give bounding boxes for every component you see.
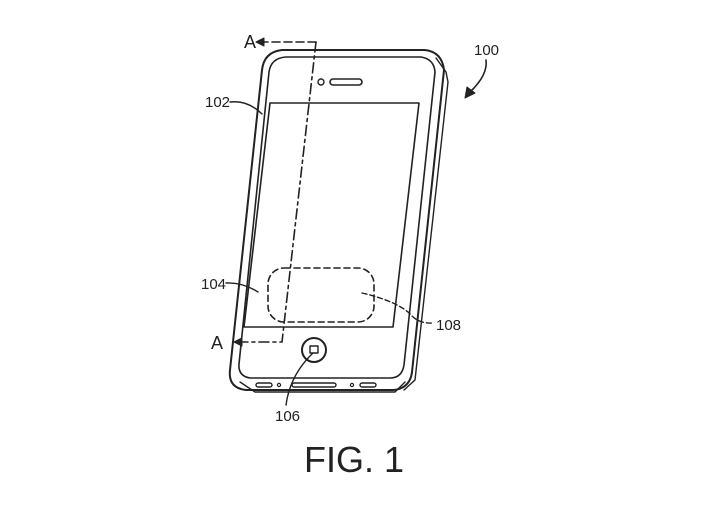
ref-numeral-102: 102 — [205, 94, 230, 111]
phone-inner-bezel — [238, 56, 436, 379]
phone-screen — [243, 102, 420, 328]
leader-104 — [225, 282, 259, 293]
phone-side-band — [403, 57, 449, 391]
bottom-port-left — [255, 382, 273, 388]
ref-numeral-108: 108 — [436, 317, 461, 334]
ref-numeral-100: 100 — [474, 42, 499, 59]
speaker-slot — [329, 78, 363, 86]
camera-icon — [317, 78, 325, 86]
figure-caption: FIG. 1 — [304, 439, 404, 480]
bottom-dot-left — [276, 382, 282, 388]
sensor-region-dashed — [267, 267, 375, 323]
section-marker-top: A — [244, 32, 256, 52]
leader-108 — [361, 292, 435, 324]
arrowhead-top — [255, 37, 265, 47]
leader-100 — [469, 59, 487, 93]
home-button-square — [309, 345, 319, 354]
leader-102 — [229, 101, 263, 115]
leader-106 — [285, 352, 314, 406]
section-line — [239, 41, 317, 343]
dock-connector — [291, 382, 337, 388]
bottom-dot-right — [349, 382, 355, 388]
section-marker-bottom: A — [211, 333, 223, 353]
ref-numeral-104: 104 — [201, 276, 226, 293]
bottom-port-right — [359, 382, 377, 388]
phone-outer-body — [228, 49, 445, 391]
arrowhead-100 — [464, 86, 476, 99]
bottom-edge — [239, 381, 406, 393]
arrowhead-bottom — [233, 337, 243, 347]
ref-numeral-106: 106 — [275, 408, 300, 425]
home-button — [301, 337, 327, 363]
